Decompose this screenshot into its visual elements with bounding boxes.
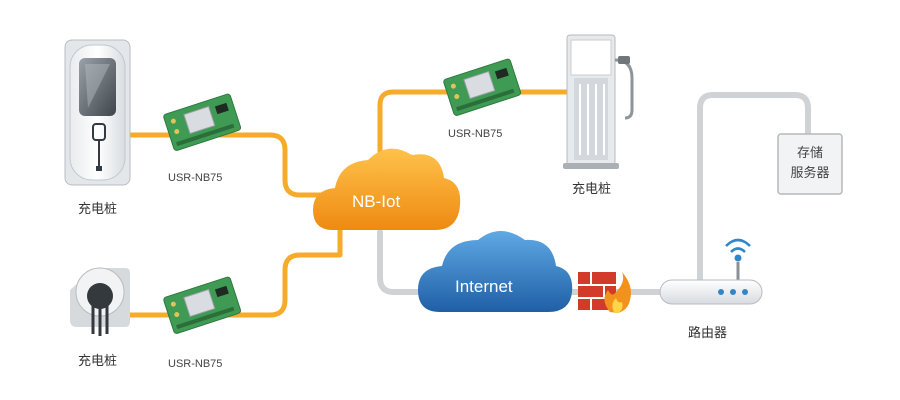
server-label-line1: 存储 (796, 146, 823, 161)
nb-iot-module-icon (163, 93, 242, 151)
nb-cloud-icon (313, 148, 461, 230)
charger-top-right-label: 充电桩 (572, 182, 612, 197)
internet-cloud-icon (418, 231, 573, 312)
server-label: 存储 服务器 (780, 144, 840, 184)
module-top-right-label: USR-NB75 (448, 128, 503, 140)
link-nb-internet (377, 229, 433, 295)
server-box-icon (777, 133, 843, 195)
router-icon (659, 238, 763, 305)
link-router-server (697, 92, 811, 288)
nb-cloud-label: NB-Iot (352, 192, 401, 211)
charging-station-screen-icon (64, 39, 131, 186)
charger-bottom-left-label: 充电桩 (78, 354, 118, 369)
nb-iot-module-icon (443, 58, 522, 116)
charger-top-left-label: 充电桩 (78, 202, 118, 217)
nb-iot-module-icon (163, 276, 242, 334)
link-top-right (377, 89, 573, 163)
module-top-left-label: USR-NB75 (168, 172, 223, 184)
server-label-line2: 服务器 (790, 166, 830, 181)
router-label: 路由器 (688, 326, 728, 341)
module-bottom-left-label: USR-NB75 (168, 358, 223, 370)
internet-cloud-label: Internet (455, 277, 513, 296)
link-top-left (127, 132, 333, 198)
firewall-icon (578, 272, 631, 313)
charging-plug-icon (70, 267, 130, 336)
link-bottom-left (127, 227, 343, 318)
charging-pile-icon (563, 34, 634, 169)
